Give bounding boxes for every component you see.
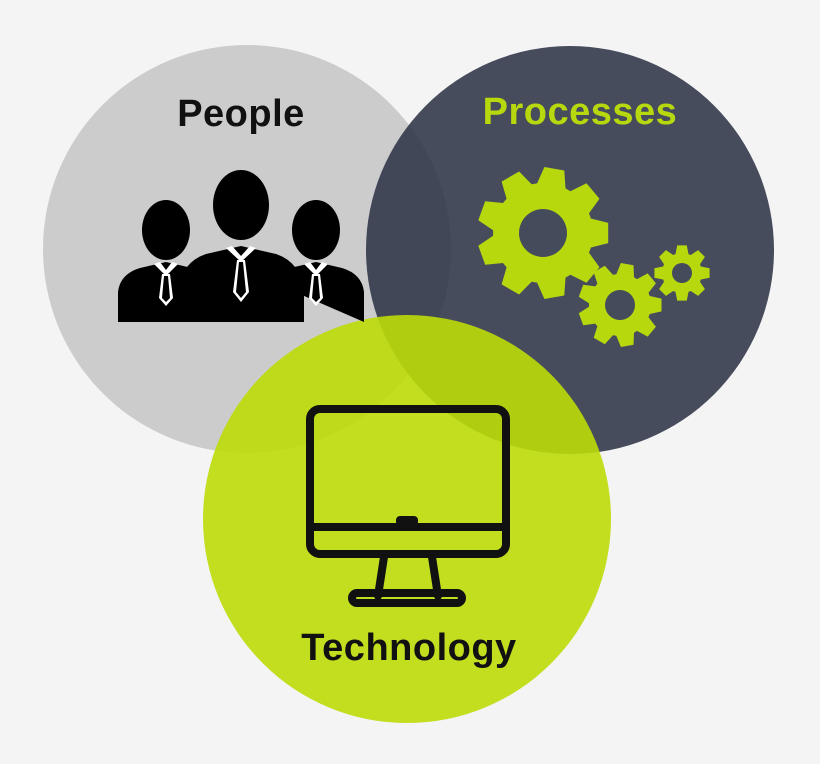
medium-gear-hole	[605, 290, 635, 320]
people-label: People	[177, 93, 305, 135]
large-gear-hole	[519, 209, 567, 257]
people-icon	[118, 170, 364, 322]
technology-label: Technology	[301, 627, 516, 669]
gears-icon	[478, 167, 710, 347]
processes-label: Processes	[483, 91, 678, 133]
monitor-icon	[306, 405, 510, 607]
small-gear-hole	[672, 263, 692, 283]
